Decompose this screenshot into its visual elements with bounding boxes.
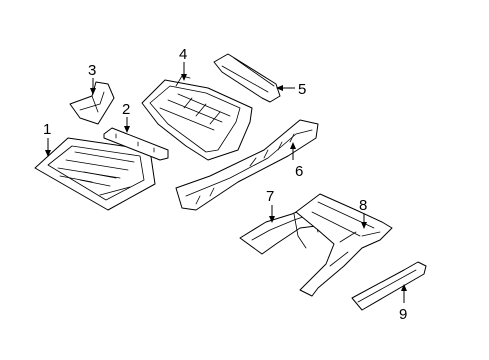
arrow-5 xyxy=(276,85,283,91)
part-5-upper-rail xyxy=(213,53,281,103)
arrow-4 xyxy=(181,74,187,81)
arrow-7 xyxy=(269,216,275,223)
arrow-2 xyxy=(124,126,130,133)
callout-2: 2 xyxy=(122,101,130,118)
part-4-spare-tub xyxy=(141,75,253,161)
callout-6: 6 xyxy=(295,163,303,180)
part-1-rear-floor-pan xyxy=(34,137,156,211)
callout-1: 1 xyxy=(43,121,51,138)
leader-arrowheads xyxy=(45,74,407,291)
part-9-sill-extension xyxy=(351,261,427,311)
arrow-8 xyxy=(361,222,367,229)
arrow-9 xyxy=(401,284,407,291)
part-8-rear-cross-member xyxy=(295,193,393,297)
callout-3: 3 xyxy=(88,62,96,79)
part-6-side-member xyxy=(175,119,319,211)
callout-5: 5 xyxy=(298,81,306,98)
callout-4: 4 xyxy=(179,46,187,63)
arrow-1 xyxy=(45,150,51,157)
part-2-cross-bracket xyxy=(103,127,169,161)
callout-9: 9 xyxy=(399,306,407,323)
callout-8: 8 xyxy=(359,197,367,214)
callout-7: 7 xyxy=(266,188,274,205)
arrow-3 xyxy=(90,88,96,95)
arrow-6 xyxy=(290,142,296,149)
